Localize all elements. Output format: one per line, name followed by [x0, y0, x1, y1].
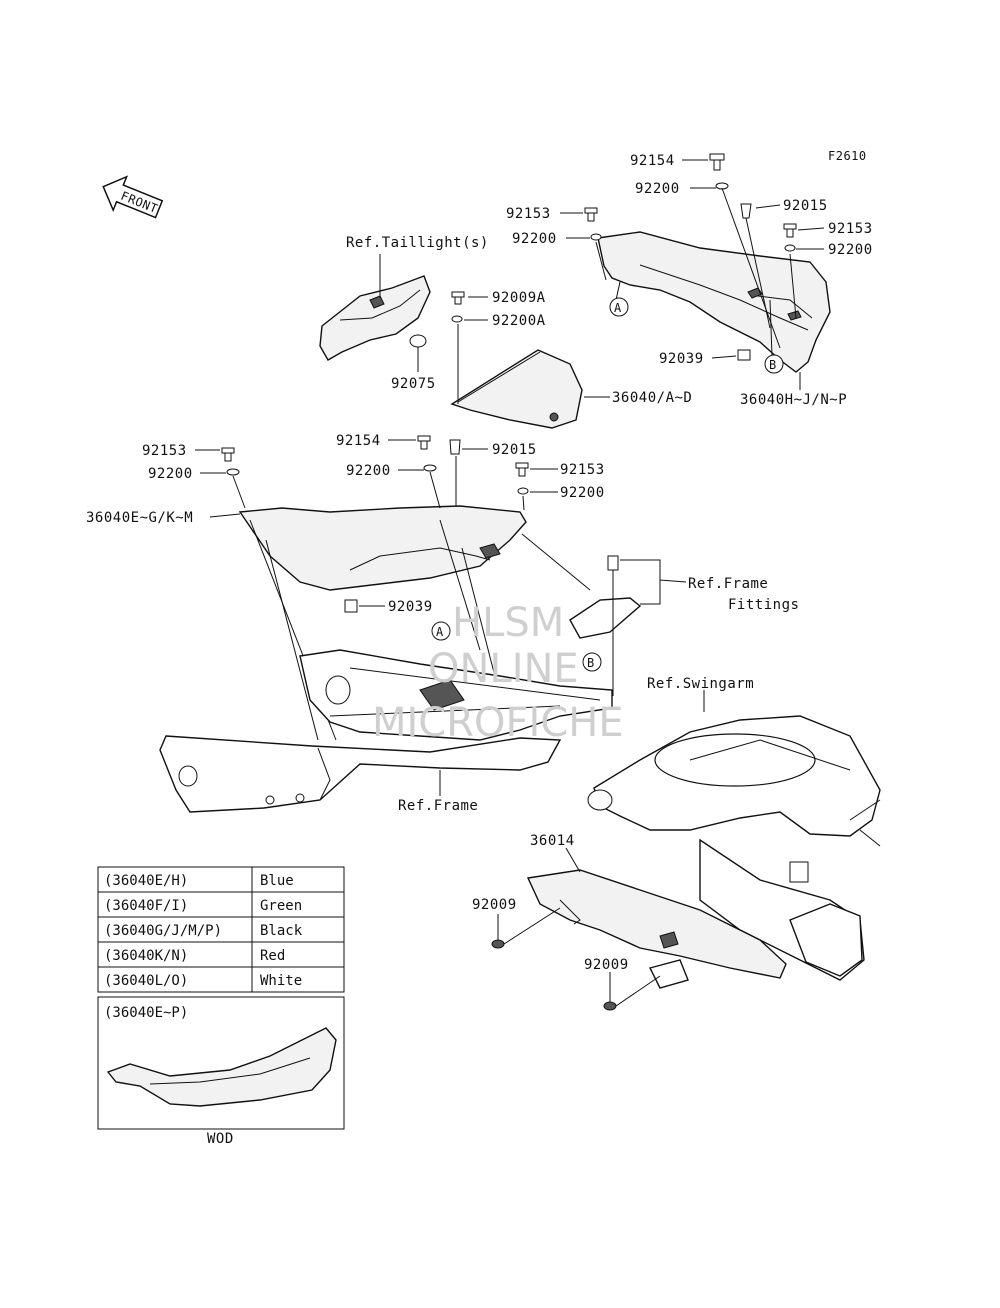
label-92015-top: 92015 [783, 198, 828, 214]
front-arrow-icon: FRONT [102, 175, 164, 219]
bolt-92153-tr [783, 223, 797, 238]
table-row-2-code: (36040G/J/M/P) [104, 923, 222, 939]
label-92009-a: 92009 [472, 897, 517, 913]
label-92200-top: 92200 [635, 181, 680, 197]
label-92153-tm: 92153 [506, 206, 551, 222]
bolt-92153-l [221, 447, 235, 462]
washer-92200A [451, 315, 463, 323]
label-92200-m: 92200 [346, 463, 391, 479]
washer-92200-m2 [517, 487, 529, 495]
table-row-0-code: (36040E/H) [104, 873, 188, 889]
ref-frame-fittings-line1: Ref.Frame [688, 576, 768, 592]
bolt-92009A [451, 291, 465, 305]
inset-box: (36040E~P) [97, 996, 345, 1130]
bolt-92154-m [417, 435, 431, 450]
clip-92039-top [737, 349, 751, 361]
washer-92200-l [226, 468, 240, 476]
marker-a-top: A [609, 297, 629, 317]
figure-code: F2610 [828, 149, 867, 163]
table-row-0-color: Blue [260, 873, 294, 889]
ref-frame-fittings-line2: Fittings [728, 597, 799, 613]
label-92200-m2: 92200 [560, 485, 605, 501]
washer-92200-m [423, 464, 437, 472]
ref-frame-label: Ref.Frame [398, 798, 478, 814]
swingarm-part [587, 715, 881, 981]
bolt-92153-m2 [515, 462, 529, 477]
collar-92015-m [449, 439, 461, 455]
rear-frame-part [159, 649, 613, 813]
collar-92015-top [740, 203, 752, 219]
chain-guard-part [526, 869, 787, 989]
taillight-part [319, 275, 431, 361]
marker-b-mid: B [582, 652, 602, 672]
table-row-3-color: Red [260, 948, 285, 964]
svg-text:A: A [436, 625, 444, 639]
label-36014: 36014 [530, 833, 575, 849]
label-92039-top: 92039 [659, 351, 704, 367]
side-cover-left-part [238, 505, 527, 591]
label-92015-m: 92015 [492, 442, 537, 458]
side-cover-right-part [597, 231, 831, 373]
label-36040HJNP: 36040H~J/N~P [740, 392, 847, 408]
watermark-line1: HLSM [452, 600, 564, 646]
label-92075: 92075 [391, 376, 436, 392]
table-row-4-color: White [260, 973, 302, 989]
label-92009A: 92009A [492, 290, 546, 306]
svg-text:B: B [587, 656, 595, 670]
svg-text:A: A [614, 301, 622, 315]
label-92200-l: 92200 [148, 466, 193, 482]
label-92154-m: 92154 [336, 433, 381, 449]
color-table: (36040E/H) Blue (36040F/I) Green (36040G… [97, 866, 345, 993]
washer-92200-tm [590, 233, 602, 241]
label-92154-top: 92154 [630, 153, 675, 169]
label-92153-m2: 92153 [560, 462, 605, 478]
table-row-1-color: Green [260, 898, 302, 914]
clip-92039-m [344, 599, 358, 613]
label-92153-l: 92153 [142, 443, 187, 459]
label-92039-m: 92039 [388, 599, 433, 615]
label-36040EGKM: 36040E~G/K~M [86, 510, 193, 526]
ref-taillight-label: Ref.Taillight(s) [346, 235, 489, 251]
frame-fittings-part [569, 555, 642, 696]
bolt-92154-top [709, 153, 725, 171]
watermark-line2: ONLINE [428, 646, 579, 692]
inset-label: (36040E~P) [104, 1005, 188, 1021]
bolt-92009-b [603, 1001, 617, 1011]
label-92200-tm: 92200 [512, 231, 557, 247]
label-92200A: 92200A [492, 313, 546, 329]
ref-swingarm-label: Ref.Swingarm [647, 676, 754, 692]
label-92200-tr: 92200 [828, 242, 873, 258]
table-row-3-code: (36040K/N) [104, 948, 188, 964]
center-cover-part [450, 349, 583, 429]
inset-caption: WOD [207, 1131, 234, 1147]
bolt-92153-tm [584, 207, 598, 222]
label-92153-tr: 92153 [828, 221, 873, 237]
table-row-2-color: Black [260, 923, 303, 939]
label-36040AD: 36040/A~D [612, 390, 692, 406]
bolt-92009-a [491, 939, 505, 949]
watermark-line3: MICROFICHE [372, 700, 624, 746]
table-row-4-code: (36040L/O) [104, 973, 188, 989]
grommet-92075 [409, 334, 427, 348]
svg-text:B: B [769, 358, 777, 372]
washer-92200-tr [784, 244, 796, 252]
marker-a-mid: A [431, 621, 451, 641]
marker-b-top: B [764, 354, 784, 374]
table-row-1-code: (36040F/I) [104, 898, 188, 914]
label-92009-b: 92009 [584, 957, 629, 973]
